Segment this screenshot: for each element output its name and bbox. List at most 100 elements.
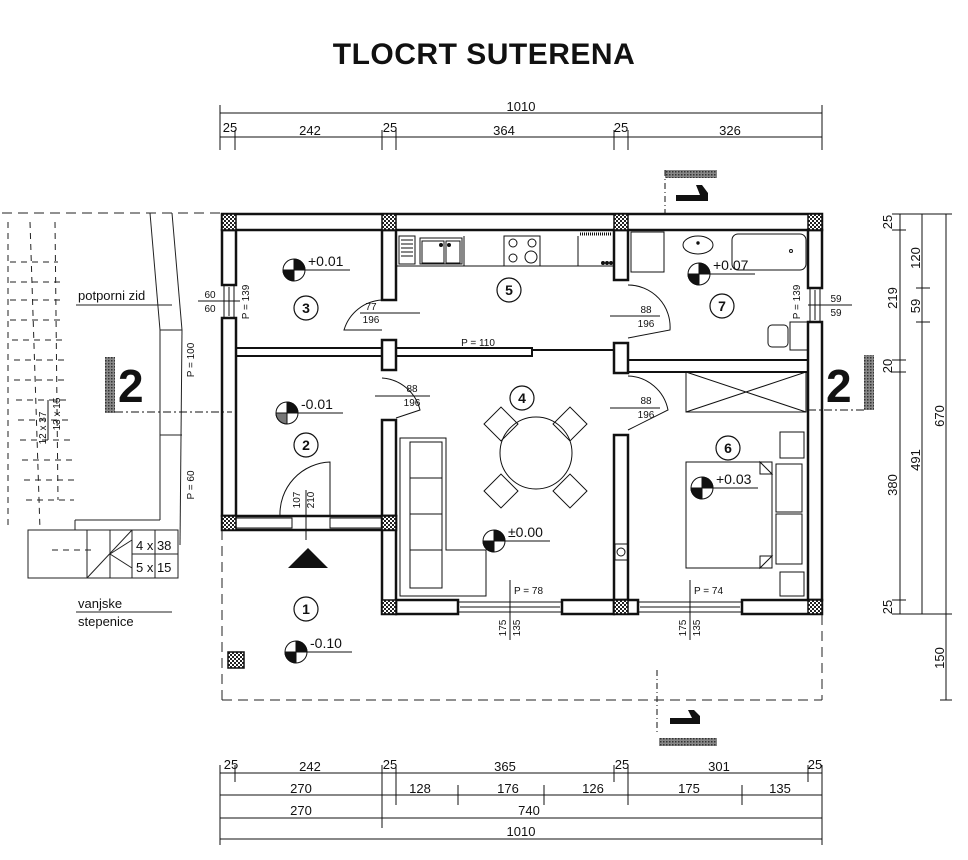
wall-height-lower: P = 60: [186, 470, 197, 499]
kitchen-parapet: P = 110: [461, 338, 495, 349]
dim-right-c1: 20: [880, 359, 895, 373]
door-room6-height: 196: [638, 410, 655, 421]
window-room3-h: 60: [204, 304, 216, 315]
exterior-stairs: [2, 212, 220, 613]
dim-bottom-r2: 175: [678, 781, 700, 796]
section-marker-bottom: [656, 670, 717, 746]
entrance-arrow-icon: [288, 548, 328, 568]
dim-right-c2: 59: [908, 299, 923, 313]
room-number: 2: [302, 437, 310, 453]
terrace-outline: [221, 530, 823, 701]
room-number: 5: [505, 282, 513, 298]
dim-top-seg: 326: [719, 123, 741, 138]
window-room7-h: 59: [830, 308, 842, 319]
dim-bottom-r1: 365: [494, 759, 516, 774]
dim-right-c2: 491: [908, 449, 923, 471]
exterior-stairs-label-2: stepenice: [78, 614, 134, 629]
dim-bottom-r1: 301: [708, 759, 730, 774]
door-room2-height: 196: [404, 398, 421, 409]
stairs-lower-bottom: 5 x 15: [136, 560, 171, 575]
dim-bottom-r1: 25: [224, 757, 238, 772]
dim-bottom-r2: 176: [497, 781, 519, 796]
duct-icon: [616, 547, 626, 557]
dim-bottom-r1: 25: [383, 757, 397, 772]
dim-bottom-r2: 135: [769, 781, 791, 796]
dim-bottom-r1: 25: [808, 757, 822, 772]
dim-bottom-r3: 740: [518, 803, 540, 818]
chimney-duct: [614, 543, 629, 561]
door-room3-height: 196: [363, 315, 380, 326]
bedroom-furniture: [685, 371, 807, 597]
dim-bottom-r3: 270: [290, 803, 312, 818]
dim-top-seg: 364: [493, 123, 515, 138]
drawing-title: TLOCRT SUTERENA: [332, 38, 636, 71]
room-number: 6: [724, 440, 732, 456]
dim-right-c1: 219: [885, 287, 900, 309]
level-markers: [275, 258, 758, 664]
dim-right-c1: 380: [885, 474, 900, 496]
level-label: -0.01: [301, 396, 333, 412]
level-label: -0.10: [310, 635, 342, 651]
section-2-right-label: 2: [826, 360, 852, 412]
door-room7-height: 196: [638, 319, 655, 330]
door-entrance-width: 107: [292, 491, 303, 508]
window-room4-w: 175: [498, 619, 509, 636]
retaining-wall-label: potporni zid: [78, 288, 145, 303]
dim-bottom-r2: 126: [582, 781, 604, 796]
dim-top-seg: 242: [299, 123, 321, 138]
bathroom-fixtures: [630, 231, 809, 351]
room-number: 7: [718, 298, 726, 314]
exterior-stairs-label-1: vanjske: [78, 596, 122, 611]
room-number: 3: [302, 300, 310, 316]
window-room3-w: 60: [204, 290, 216, 301]
dim-bottom-r1: 242: [299, 759, 321, 774]
dim-bottom-r2: 270: [290, 781, 312, 796]
columns: [221, 213, 823, 669]
window-room7-w: 59: [830, 294, 842, 305]
level-label: +0.03: [716, 471, 752, 487]
stairs-upper-bottom: 13 x 15: [52, 397, 63, 430]
dining-table: [483, 406, 588, 509]
window-room6-h: 135: [692, 619, 703, 636]
dim-right-c3: 670: [932, 405, 947, 427]
dim-right-c1: 25: [880, 600, 895, 614]
door-room7-width: 88: [640, 305, 652, 316]
room-markers: [293, 277, 741, 622]
window-room4-sill: P = 78: [514, 586, 543, 597]
door-entrance-height: 210: [306, 491, 317, 508]
kitchen-counter: [396, 232, 614, 267]
stairs-lower-top: 4 x 38: [136, 538, 171, 553]
right-dimensions: [892, 213, 952, 701]
dim-right-c1: 25: [880, 215, 895, 229]
dim-bottom-r2: 128: [409, 781, 431, 796]
window-room6-w: 175: [678, 619, 689, 636]
window-room4-h: 135: [512, 619, 523, 636]
level-label: +0.01: [308, 253, 344, 269]
section-2-right: [808, 355, 874, 411]
stairs-upper-top: 12 x 37: [38, 411, 49, 444]
dim-top-seg: 25: [383, 120, 397, 135]
dim-bottom-r1: 25: [615, 757, 629, 772]
top-dimensions: [219, 105, 823, 150]
section-marker-top: [664, 170, 717, 215]
door-room2-width: 88: [406, 384, 418, 395]
dim-top-seg: 25: [614, 120, 628, 135]
window-room3-sill: P = 139: [241, 284, 252, 319]
wall-height-upper: P = 100: [186, 342, 197, 377]
dim-top-seg: 25: [223, 120, 237, 135]
window-room6-sill: P = 74: [694, 586, 723, 597]
window-room7-sill: P = 139: [792, 284, 803, 319]
level-label: +0.07: [713, 257, 749, 273]
room-number: 1: [302, 601, 310, 617]
bottom-dimensions: [219, 765, 823, 845]
dim-top-overall: 1010: [507, 99, 536, 114]
dim-right-c2: 120: [908, 247, 923, 269]
section-2-left: [105, 357, 232, 413]
room-number: 4: [518, 390, 526, 406]
sofa: [399, 437, 487, 597]
dim-right-c3: 150: [932, 647, 947, 669]
section-2-left-label: 2: [118, 360, 144, 412]
dim-bottom-overall: 1010: [507, 824, 536, 839]
door-room6-width: 88: [640, 396, 652, 407]
